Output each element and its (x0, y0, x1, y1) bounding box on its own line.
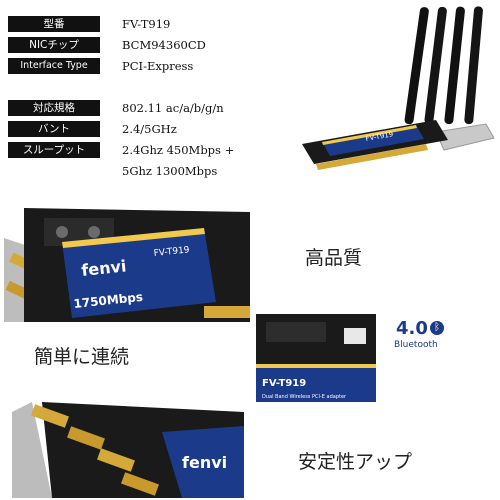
card-brand-text: fenvi (182, 453, 227, 472)
product-photo-connectors: fenvi (12, 402, 244, 498)
caption-stability: 安定性アップ (298, 451, 413, 473)
spec-value: PCI-Express (122, 59, 194, 73)
spec-label: NICチップ (8, 37, 100, 53)
card-model-text: FV-T919 (262, 378, 306, 389)
spec-value: 2.4Ghz 450Mbps + (122, 143, 235, 157)
spec-label: 型番 (8, 16, 100, 32)
spec-value: BCM94360CD (122, 38, 206, 52)
spec-row-nic-chip: NICチップ BCM94360CD (8, 37, 206, 53)
bluetooth-version: 4.0 (396, 318, 428, 339)
sma-connector-icon (31, 404, 159, 496)
card-model-text: FV-T919 (153, 245, 190, 259)
card-brand-text: fenvi (80, 256, 127, 280)
spec-value: 802.11 ac/a/b/g/n (122, 101, 224, 115)
product-photo-closeup: fenvi FV-T919 1750Mbps (4, 198, 250, 322)
spec-row-model: 型番 FV-T919 (8, 16, 170, 32)
spec-value: FV-T919 (122, 17, 171, 31)
bluetooth-label: Bluetooth (394, 340, 438, 350)
spec-value-continued: 5Ghz 1300Mbps (122, 164, 218, 178)
caption-quality: 高品質 (305, 247, 363, 269)
antenna-icon (404, 6, 483, 125)
spec-row-throughput: スループット 2.4Ghz 450Mbps + (8, 142, 234, 158)
product-photo-bluetooth-board: FV-T919 Dual Band Wireless PCI-E adapter (252, 310, 380, 406)
spec-label: バント (8, 121, 100, 137)
spec-value: 2.4/5GHz (122, 122, 177, 136)
spec-label: 対応規格 (8, 100, 100, 116)
bluetooth-icon: ᛒ (430, 321, 444, 335)
bluetooth-badge: 4.0 ᛒ Bluetooth (394, 318, 450, 358)
card-subtitle-text: Dual Band Wireless PCI-E adapter (262, 394, 347, 400)
spec-row-standard: 対応規格 802.11 ac/a/b/g/n (8, 100, 224, 116)
spec-label: スループット (8, 142, 100, 158)
spec-row-interface: Interface Type PCI-Express (8, 58, 193, 74)
product-photo-card: FV-T919 (302, 6, 495, 170)
spec-row-band: バント 2.4/5GHz (8, 121, 177, 137)
spec-label: Interface Type (8, 58, 100, 74)
caption-easy: 簡単に連続 (34, 346, 130, 368)
